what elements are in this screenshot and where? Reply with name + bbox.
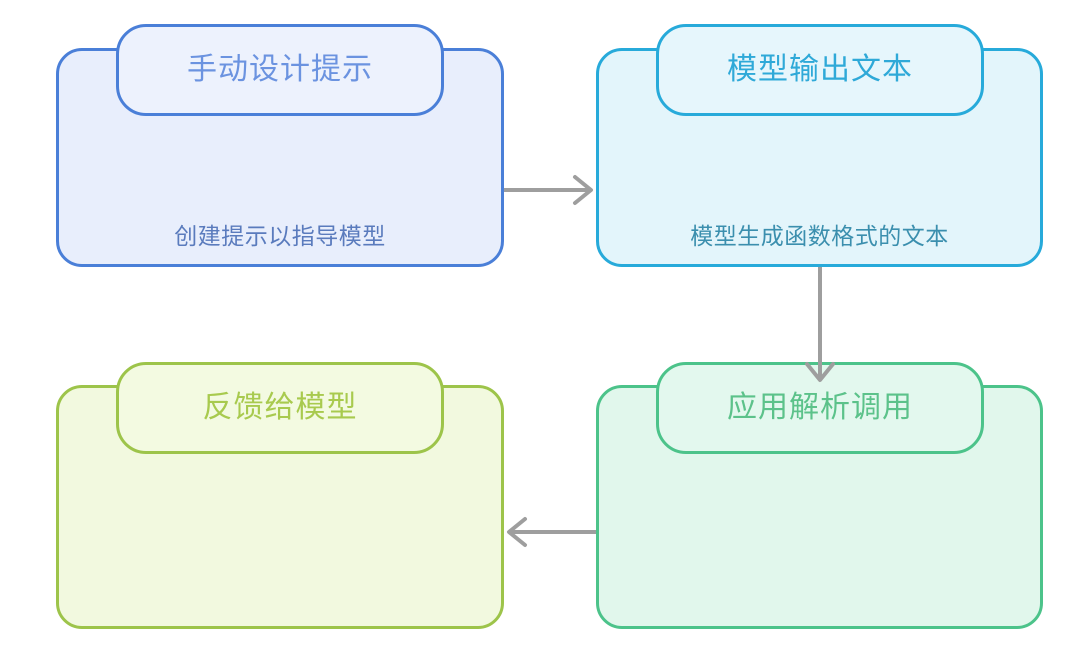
node-model-output-text-header-text: 模型输出文本 xyxy=(727,53,913,86)
arrow-output-to-app-icon xyxy=(805,267,835,382)
arrow-app-to-feedback-icon xyxy=(507,517,596,547)
node-manual-prompt-design-header[interactable]: 手动设计提示 xyxy=(116,24,444,116)
node-model-output-text-header[interactable]: 模型输出文本 xyxy=(656,24,984,116)
node-feedback-to-model-header-text: 反馈给模型 xyxy=(202,391,358,424)
node-manual-prompt-design-body-text: 创建提示以指导模型 xyxy=(174,223,386,249)
node-manual-prompt-design-header-text: 手动设计提示 xyxy=(187,53,373,86)
node-model-output-text-body-text: 模型生成函数格式的文本 xyxy=(690,223,949,249)
node-feedback-to-model-header[interactable]: 反馈给模型 xyxy=(116,362,444,454)
arrow-prompt-to-output-icon xyxy=(504,175,593,205)
node-app-parses-call-header-text: 应用解析调用 xyxy=(727,391,913,424)
